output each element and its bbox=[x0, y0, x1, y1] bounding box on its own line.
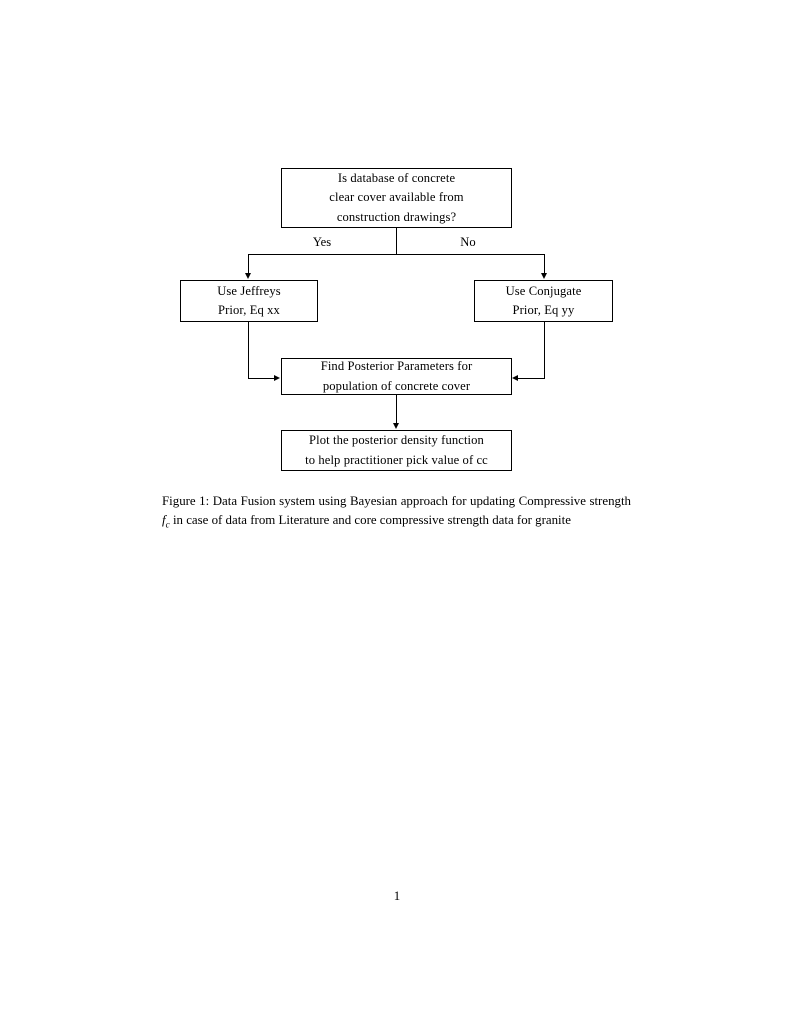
caption-math-subscript: c bbox=[165, 521, 170, 532]
arrowhead-conjugate-into-posterior bbox=[512, 375, 518, 381]
figure-1-flowchart: Is database of concrete clear cover avai… bbox=[0, 0, 794, 490]
edge-branch-bar bbox=[248, 254, 544, 255]
flowchart-node-find-posterior-parameters: Find Posterior Parameters for population… bbox=[281, 358, 512, 395]
caption-text-after-math: in case of data from Literature and core… bbox=[169, 513, 571, 528]
branch-label-yes: Yes bbox=[312, 235, 332, 249]
arrowhead-into-conjugate bbox=[541, 273, 547, 279]
edge-no-drop bbox=[544, 254, 545, 274]
caption-label: Figure 1: bbox=[162, 494, 210, 508]
edge-decision-stem bbox=[396, 228, 397, 255]
node-text-line-2: clear cover available from bbox=[329, 190, 464, 205]
edge-conjugate-down bbox=[544, 322, 545, 379]
caption-text-before-math: Data Fusion system using Bayesian approa… bbox=[209, 494, 631, 508]
flowchart-node-use-jeffreys-prior: Use Jeffreys Prior, Eq xx bbox=[180, 280, 318, 322]
node-text-line-2: Prior, Eq xx bbox=[218, 303, 280, 317]
figure-caption: Figure 1: Data Fusion system using Bayes… bbox=[162, 492, 631, 533]
node-text-line-2: to help practitioner pick value of cc bbox=[305, 452, 488, 467]
arrowhead-into-jeffreys bbox=[245, 273, 251, 279]
edge-jeffreys-right bbox=[248, 378, 275, 379]
node-text-line-1: Find Posterior Parameters for bbox=[320, 359, 473, 374]
flowchart-node-use-conjugate-prior: Use Conjugate Prior, Eq yy bbox=[474, 280, 613, 322]
edge-yes-drop bbox=[248, 254, 249, 274]
edge-conjugate-left bbox=[518, 378, 545, 379]
node-text-line-3: construction drawings? bbox=[336, 209, 457, 224]
node-text-line-1: Is database of concrete bbox=[337, 171, 456, 186]
node-text-line-1: Use Jeffreys bbox=[217, 283, 281, 298]
caption-math-symbol: fc bbox=[162, 513, 170, 532]
edge-posterior-to-plot bbox=[396, 395, 397, 424]
node-text-line-2: Prior, Eq yy bbox=[512, 303, 575, 317]
arrowhead-jeffreys-into-posterior bbox=[274, 375, 280, 381]
branch-label-no: No bbox=[460, 235, 476, 249]
flowchart-node-plot-posterior-density: Plot the posterior density function to h… bbox=[281, 430, 512, 471]
flowchart-node-decision-database-available: Is database of concrete clear cover avai… bbox=[281, 168, 512, 228]
edge-jeffreys-down bbox=[248, 322, 249, 379]
node-text-line-1: Use Conjugate bbox=[505, 283, 582, 298]
node-text-line-1: Plot the posterior density function bbox=[309, 433, 484, 448]
page-number: 1 bbox=[393, 889, 401, 903]
arrowhead-into-plot bbox=[393, 423, 399, 429]
node-text-line-2: population of concrete cover bbox=[322, 378, 471, 393]
